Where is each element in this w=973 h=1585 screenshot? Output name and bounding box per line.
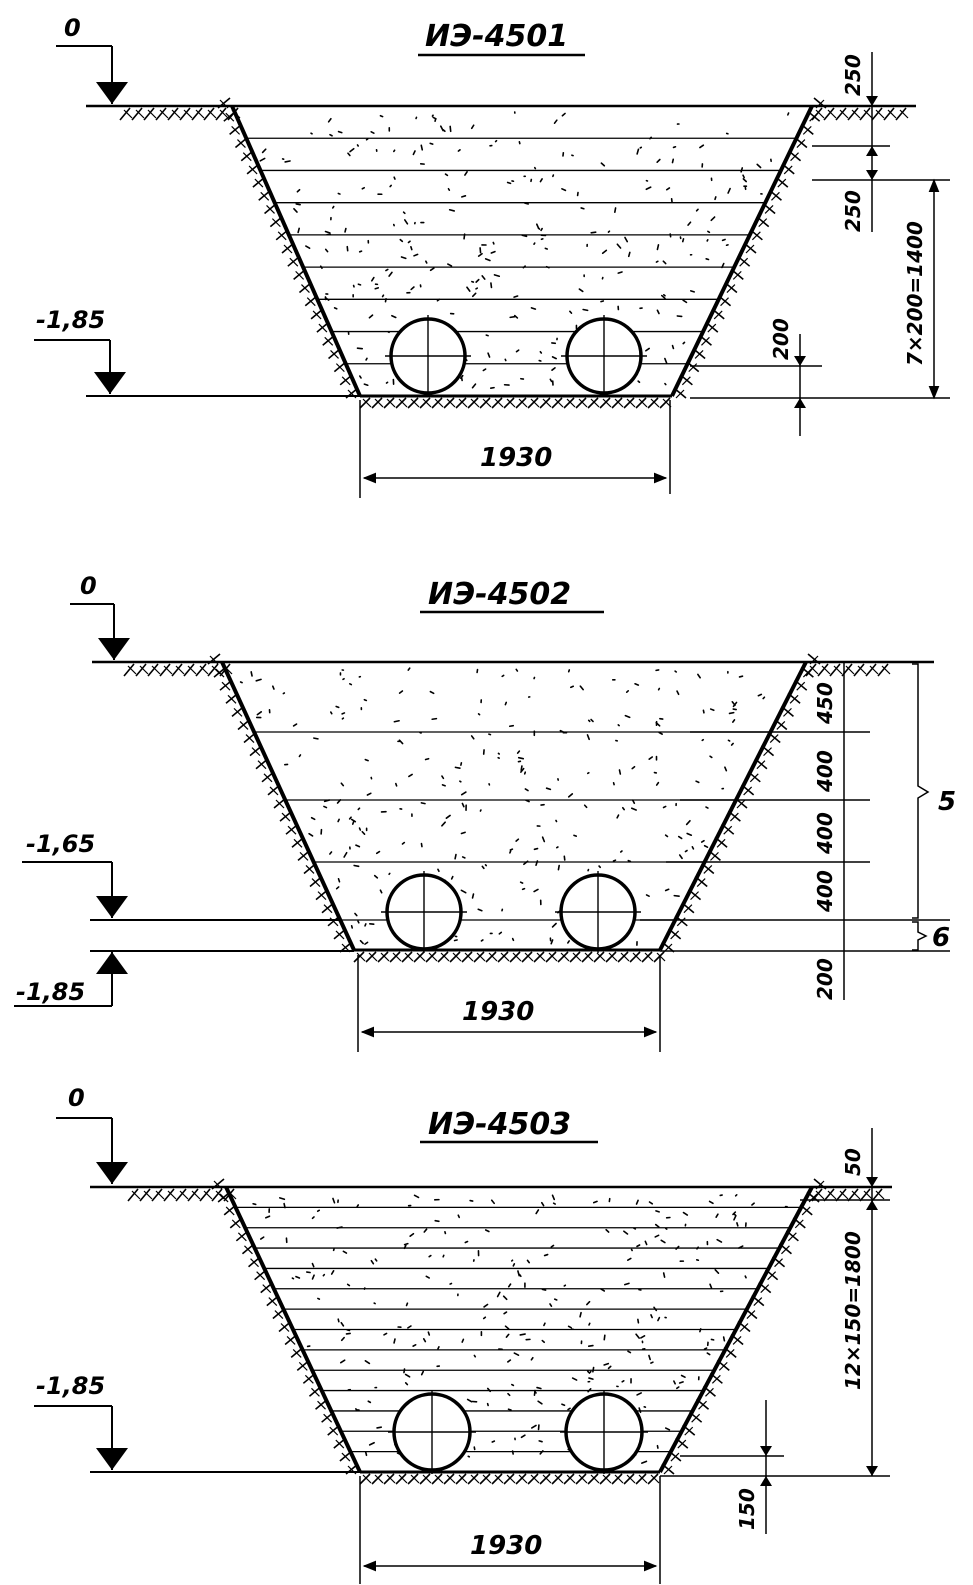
trench-profile	[211, 1178, 827, 1485]
ground-hatch-left	[127, 1188, 237, 1202]
elevation-top-marker: 0	[56, 1084, 128, 1184]
trench-profile	[207, 653, 821, 963]
section-title: ИЭ-4501	[425, 19, 568, 54]
dim-layer-3: 400	[813, 812, 837, 855]
mark-5: 5	[938, 787, 956, 817]
elevation-top-marker: 0	[70, 572, 130, 660]
pipe-right	[560, 1390, 648, 1474]
pipe-right	[555, 871, 641, 953]
elevation-top-marker: 0	[56, 14, 128, 104]
pipe-left	[388, 1390, 476, 1474]
ground-hatch-right	[811, 107, 909, 121]
section-ie-4501: ИЭ-4501 0 -1,85	[34, 14, 950, 498]
ground-hatch-left	[123, 663, 233, 677]
dim-pipe-bed: 150	[735, 1488, 759, 1530]
dim-pipe-bed: 200	[769, 318, 793, 360]
elevation-bottom-label: -1,85	[36, 306, 105, 334]
dim-layers-total: 7×200=1400	[903, 221, 927, 366]
dim-layer-1: 450	[813, 682, 837, 725]
dim-layers-total: 12×150=1800	[841, 1231, 865, 1390]
vertical-dimensions: 50 12×150=1800 150	[660, 1128, 890, 1534]
vertical-dimensions: 450 400 400 400 200 5 6	[640, 662, 956, 1000]
elevation-top-label: 0	[68, 1084, 85, 1112]
brace-5	[912, 663, 930, 919]
dim-top-layer: 250	[841, 54, 865, 96]
vertical-dimensions: 250 250 7×200=1400 200	[690, 52, 950, 436]
dim-layer-2: 400	[813, 750, 837, 793]
elevation-top-label: 0	[80, 572, 97, 600]
pipe-right	[561, 315, 647, 397]
elevation-bottom-marker: -1,85	[14, 950, 354, 1007]
bottom-width-dimension: 1930	[357, 955, 661, 1052]
ground-hatch-right	[805, 663, 891, 677]
bottom-width-dimension: 1930	[359, 400, 671, 498]
trench-profile	[217, 97, 827, 409]
bottom-width-dimension: 1930	[359, 1476, 661, 1584]
section-ie-4503: ИЭ-4503 0 -1,85 1930	[34, 1084, 892, 1584]
elevation-bottom-label: -1,85	[16, 978, 85, 1006]
dim-top-layer: 50	[841, 1148, 865, 1176]
elevation-top-label: 0	[64, 14, 81, 42]
elevation-mid-marker: -1,65	[22, 830, 340, 921]
ground-hatch-right	[811, 1188, 885, 1202]
elevation-bottom-marker: -1,85	[34, 306, 360, 397]
pipe-left	[381, 871, 467, 953]
pipe-left	[385, 315, 471, 397]
bottom-width-label: 1930	[462, 997, 534, 1027]
dim-second-layer: 250	[841, 190, 865, 232]
section-title: ИЭ-4503	[428, 1107, 571, 1142]
section-ie-4502: ИЭ-4502 0 -1,65 -1,85	[14, 572, 956, 1052]
elevation-bottom-marker: -1,85	[34, 1372, 360, 1473]
elevation-bottom-label: -1,85	[36, 1372, 105, 1400]
bottom-width-label: 1930	[480, 443, 552, 473]
dim-layer-5: 200	[813, 958, 837, 1000]
dim-layer-4: 400	[813, 870, 837, 913]
section-title: ИЭ-4502	[428, 577, 571, 612]
brace-6	[912, 921, 928, 951]
elevation-mid-label: -1,65	[26, 830, 95, 858]
ground-hatch-left	[119, 107, 241, 121]
bottom-width-label: 1930	[470, 1531, 542, 1561]
mark-6: 6	[932, 923, 950, 953]
